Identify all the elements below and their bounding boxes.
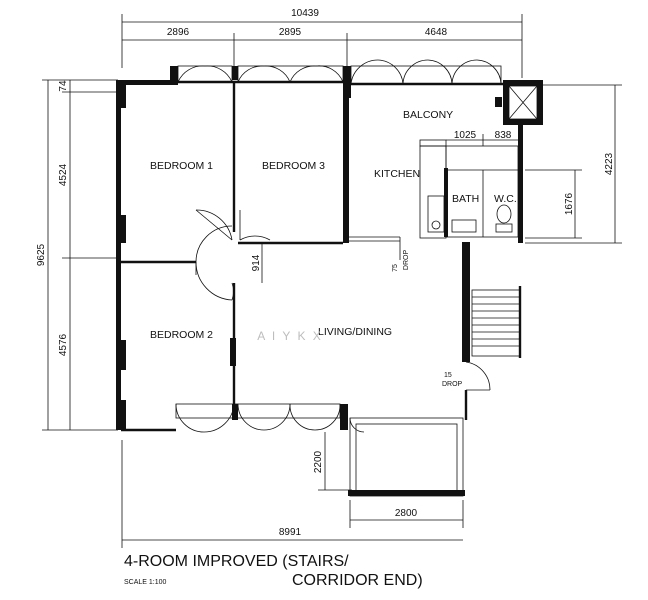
dim-seg-1: 2896 [167,27,190,38]
bottom-windows [175,403,341,433]
doors [195,209,491,391]
drop-1-label: DROP [403,250,410,271]
room-labels: BEDROOM 1 BEDROOM 3 BEDROOM 2 LIVING/DIN… [150,109,517,341]
dim-overall-width: 10439 [291,8,319,19]
dim-seg-3: 4648 [425,27,448,38]
watermark: A I Y K X [257,329,323,343]
title-line-2: CORRIDOR END) [292,572,423,589]
dim-bath-width: 1025 [454,130,477,141]
label-wc: W.C. [494,193,517,205]
staircase [471,286,522,358]
label-kitchen: KITCHEN [374,168,420,180]
drop-2-label: DROP [442,381,463,388]
label-bath: BATH [452,193,479,205]
label-balcony: BALCONY [403,109,453,121]
drop-2-value: 15 [444,372,452,379]
dim-bay-depth: 2200 [313,450,324,473]
dim-top-small: 74 [58,80,69,92]
label-bedroom-1: BEDROOM 1 [150,160,213,172]
drop-1-value: 75 [392,264,399,272]
title-block: 4-ROOM IMPROVED (STAIRS/ CORRIDOR END) S… [124,553,423,589]
dim-seg-2: 2895 [279,27,302,38]
scale-label: SCALE 1:100 [124,579,167,586]
dimension-labels: 10439 2896 2895 4648 1025 838 9625 74 45… [36,8,615,538]
dim-right-height: 4223 [604,152,615,175]
dimension-lines [42,14,622,548]
dim-wc-width: 838 [495,130,512,141]
dim-door-width: 914 [251,254,262,271]
dim-bay-width: 2800 [395,508,418,519]
dim-left-upper: 4524 [58,163,69,186]
dim-right-small: 1676 [564,192,575,215]
top-windows [177,59,502,85]
bay-window [348,417,465,497]
drop-annotations: 75 DROP 15 DROP [392,250,463,388]
dim-bottom-width: 8991 [279,527,302,538]
label-living-dining: LIVING/DINING [318,326,392,338]
walls [116,66,543,432]
dim-left-lower: 4576 [58,333,69,356]
label-bedroom-3: BEDROOM 3 [262,160,325,172]
title-line-1: 4-ROOM IMPROVED (STAIRS/ [124,553,349,570]
kitchen-fixtures [419,139,447,239]
label-bedroom-2: BEDROOM 2 [150,329,213,341]
bathroom-fixtures [446,169,518,233]
dim-overall-height: 9625 [36,243,47,266]
